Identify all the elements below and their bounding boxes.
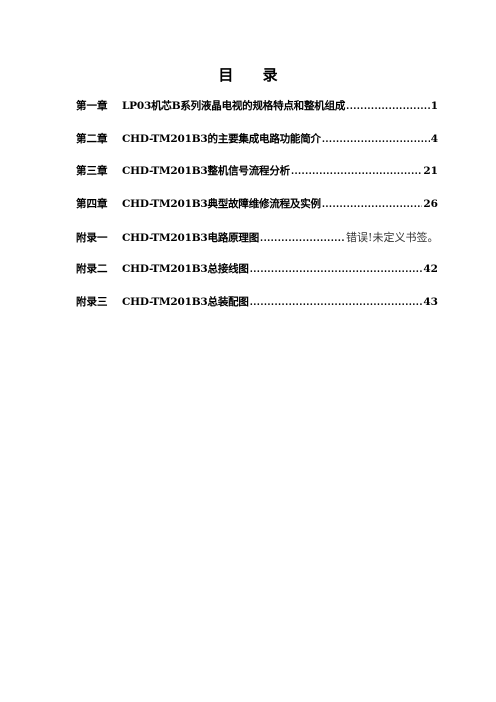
toc-chapter-label: 附录三 [76, 296, 108, 309]
toc-dot-leader [322, 135, 430, 145]
toc-page-number: 43 [423, 296, 438, 309]
toc-chapter-label: 附录二 [76, 263, 108, 276]
toc-entry-4[interactable]: 第四章 CHD-TM201B3典型故障维修流程及实例 26 [76, 196, 438, 212]
toc-entry-title: CHD-TM201B3总装配图 [122, 296, 249, 309]
toc-chapter-label: 第二章 [76, 132, 108, 145]
toc-entry-title: CHD-TM201B3的主要集成电路功能简介 [122, 132, 321, 145]
toc-entry-5[interactable]: 附录一 CHD-TM201B3电路原理图 错误!未定义书签。 [76, 229, 438, 245]
toc-chapter-label: 第三章 [76, 165, 108, 178]
toc-entry-title: LP03机芯B系列液晶电视的规格特点和整机组成 [122, 100, 346, 112]
toc-page-number: 42 [423, 263, 438, 276]
toc-page-number: 26 [423, 198, 438, 211]
toc-chapter-label: 第四章 [76, 198, 108, 211]
toc-entry-1[interactable]: 第一章 LP03机芯B系列液晶电视的规格特点和整机组成 1 [76, 98, 438, 114]
toc-page-number: 4 [430, 132, 438, 145]
toc-dot-leader [250, 265, 423, 275]
toc-dot-leader [291, 167, 422, 177]
toc-entry-2[interactable]: 第二章 CHD-TM201B3的主要集成电路功能简介 4 [76, 131, 438, 147]
toc-entry-title: CHD-TM201B3总接线图 [122, 263, 249, 276]
toc-dot-leader [346, 102, 430, 112]
toc-entry-7[interactable]: 附录三 CHD-TM201B3总装配图 43 [76, 294, 438, 310]
toc-entry-title: CHD-TM201B3整机信号流程分析 [122, 165, 290, 178]
toc-title: 目 录 [218, 66, 290, 84]
toc-dot-leader [322, 200, 423, 210]
toc-entry-title: CHD-TM201B3典型故障维修流程及实例 [122, 198, 321, 211]
toc-entry-title: CHD-TM201B3电路原理图 [122, 231, 260, 244]
toc-page-number: 21 [423, 165, 438, 178]
toc-list: 第一章 LP03机芯B系列液晶电视的规格特点和整机组成 1 第二章 CHD-TM… [76, 98, 438, 327]
toc-chapter-label: 附录一 [76, 231, 108, 244]
toc-dot-leader [260, 234, 345, 244]
toc-dot-leader [250, 298, 423, 308]
toc-entry-3[interactable]: 第三章 CHD-TM201B3整机信号流程分析 21 [76, 163, 438, 179]
toc-chapter-label: 第一章 [76, 100, 108, 112]
toc-entry-6[interactable]: 附录二 CHD-TM201B3总接线图 42 [76, 261, 438, 277]
toc-page-number: 1 [430, 100, 438, 112]
toc-bookmark-error: 错误!未定义书签。 [346, 230, 439, 244]
